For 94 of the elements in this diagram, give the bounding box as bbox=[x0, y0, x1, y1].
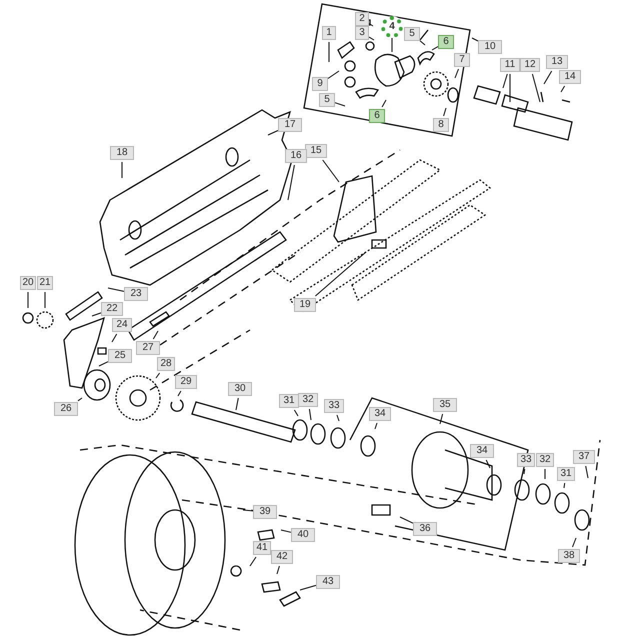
callout-number: 8 bbox=[433, 118, 449, 132]
callout-number: 17 bbox=[278, 118, 302, 132]
leader-line bbox=[374, 422, 378, 430]
callout-number: 14 bbox=[559, 70, 581, 84]
leader-line bbox=[334, 102, 346, 106]
callout-number: 27 bbox=[136, 341, 160, 355]
callout-number: 10 bbox=[478, 40, 502, 54]
leader-line bbox=[502, 74, 508, 88]
callout-number: 39 bbox=[253, 505, 277, 519]
callout-number: 21 bbox=[37, 276, 53, 290]
leader-line bbox=[336, 414, 340, 422]
callout-number: 36 bbox=[413, 522, 437, 536]
leader-line bbox=[294, 410, 298, 416]
callout-number: 34 bbox=[369, 407, 391, 421]
leader-line bbox=[308, 408, 312, 420]
callout-number: 31 bbox=[557, 467, 575, 481]
callout-number: 20 bbox=[20, 276, 36, 290]
leader-line bbox=[242, 510, 254, 512]
leader-line bbox=[368, 36, 374, 40]
callout-number: 25 bbox=[108, 349, 132, 363]
leader-line bbox=[250, 556, 256, 566]
callout-number: 5 bbox=[319, 93, 335, 107]
leader-line bbox=[156, 372, 160, 378]
leader-line bbox=[440, 414, 444, 424]
leader-line bbox=[276, 566, 280, 574]
callout-number: 40 bbox=[291, 528, 315, 542]
callout-number: 33 bbox=[324, 399, 344, 413]
leader-line bbox=[544, 70, 552, 84]
callout-number: 13 bbox=[546, 55, 568, 69]
leader-line bbox=[443, 108, 446, 116]
callout-number: 31 bbox=[279, 394, 299, 408]
leader-line bbox=[112, 334, 118, 342]
leader-line bbox=[432, 46, 438, 50]
leader-line bbox=[560, 86, 566, 92]
callout-number: 1 bbox=[322, 26, 336, 40]
leader-line bbox=[382, 100, 386, 108]
callout-number: 12 bbox=[520, 58, 540, 72]
leader-line bbox=[178, 390, 182, 396]
callout-number: 42 bbox=[271, 550, 293, 564]
leader-line bbox=[544, 468, 546, 480]
leader-line bbox=[486, 460, 490, 468]
callout-number: 28 bbox=[157, 357, 175, 371]
callout-number: 3 bbox=[355, 26, 369, 40]
callout-number: 18 bbox=[110, 146, 134, 160]
callout-number: 34 bbox=[470, 444, 494, 458]
leader-line bbox=[300, 584, 316, 590]
callout-number: 43 bbox=[316, 575, 340, 589]
leader-line bbox=[585, 466, 588, 478]
callout-number: 22 bbox=[101, 302, 123, 316]
leader-line bbox=[280, 530, 292, 533]
leader-line bbox=[328, 42, 330, 62]
callout-number: 38 bbox=[558, 549, 580, 563]
leader-line bbox=[78, 398, 82, 402]
leader-line bbox=[572, 538, 576, 548]
leader-line bbox=[322, 160, 340, 182]
leader-line bbox=[368, 23, 374, 26]
callout-number: 32 bbox=[536, 453, 554, 467]
callout-number: 41 bbox=[253, 541, 271, 555]
leader-line bbox=[532, 74, 540, 102]
callout-number: 32 bbox=[298, 393, 318, 407]
callout-number: 11 bbox=[500, 58, 520, 72]
leader-line bbox=[454, 68, 459, 78]
leader-line bbox=[236, 398, 239, 410]
callout-number: 37 bbox=[573, 450, 595, 464]
leader-line bbox=[314, 252, 366, 296]
leader-line bbox=[44, 292, 46, 308]
leader-line bbox=[92, 312, 102, 316]
leader-line bbox=[524, 468, 526, 474]
callout-number: 19 bbox=[294, 298, 316, 312]
callout-number: 23 bbox=[124, 287, 148, 301]
callout-number: 15 bbox=[305, 144, 327, 158]
leader-line bbox=[152, 330, 158, 340]
callout-number: 26 bbox=[54, 402, 78, 416]
callout-number: 30 bbox=[228, 382, 252, 396]
callout-number: 5 bbox=[404, 27, 420, 41]
callout-number: 29 bbox=[175, 375, 197, 389]
leader-line bbox=[564, 482, 566, 488]
callout-number: 2 bbox=[355, 12, 369, 26]
leader-line bbox=[328, 70, 340, 79]
callout-number: 9 bbox=[312, 77, 328, 91]
callout-number: 33 bbox=[517, 453, 535, 467]
callout-number: 4 bbox=[381, 16, 403, 38]
leader-line bbox=[268, 130, 278, 136]
leader-line bbox=[420, 40, 426, 46]
leader-line bbox=[400, 516, 414, 524]
callout-number: 6 bbox=[369, 109, 385, 123]
callout-number: 24 bbox=[112, 318, 132, 332]
callout-number: 35 bbox=[433, 398, 457, 412]
callout-number: 16 bbox=[285, 149, 307, 163]
callout-number: 7 bbox=[454, 53, 470, 67]
callout-number: 6 bbox=[438, 35, 454, 49]
leader-line bbox=[108, 288, 124, 292]
leader-line bbox=[288, 164, 295, 200]
leader-line bbox=[98, 361, 108, 366]
